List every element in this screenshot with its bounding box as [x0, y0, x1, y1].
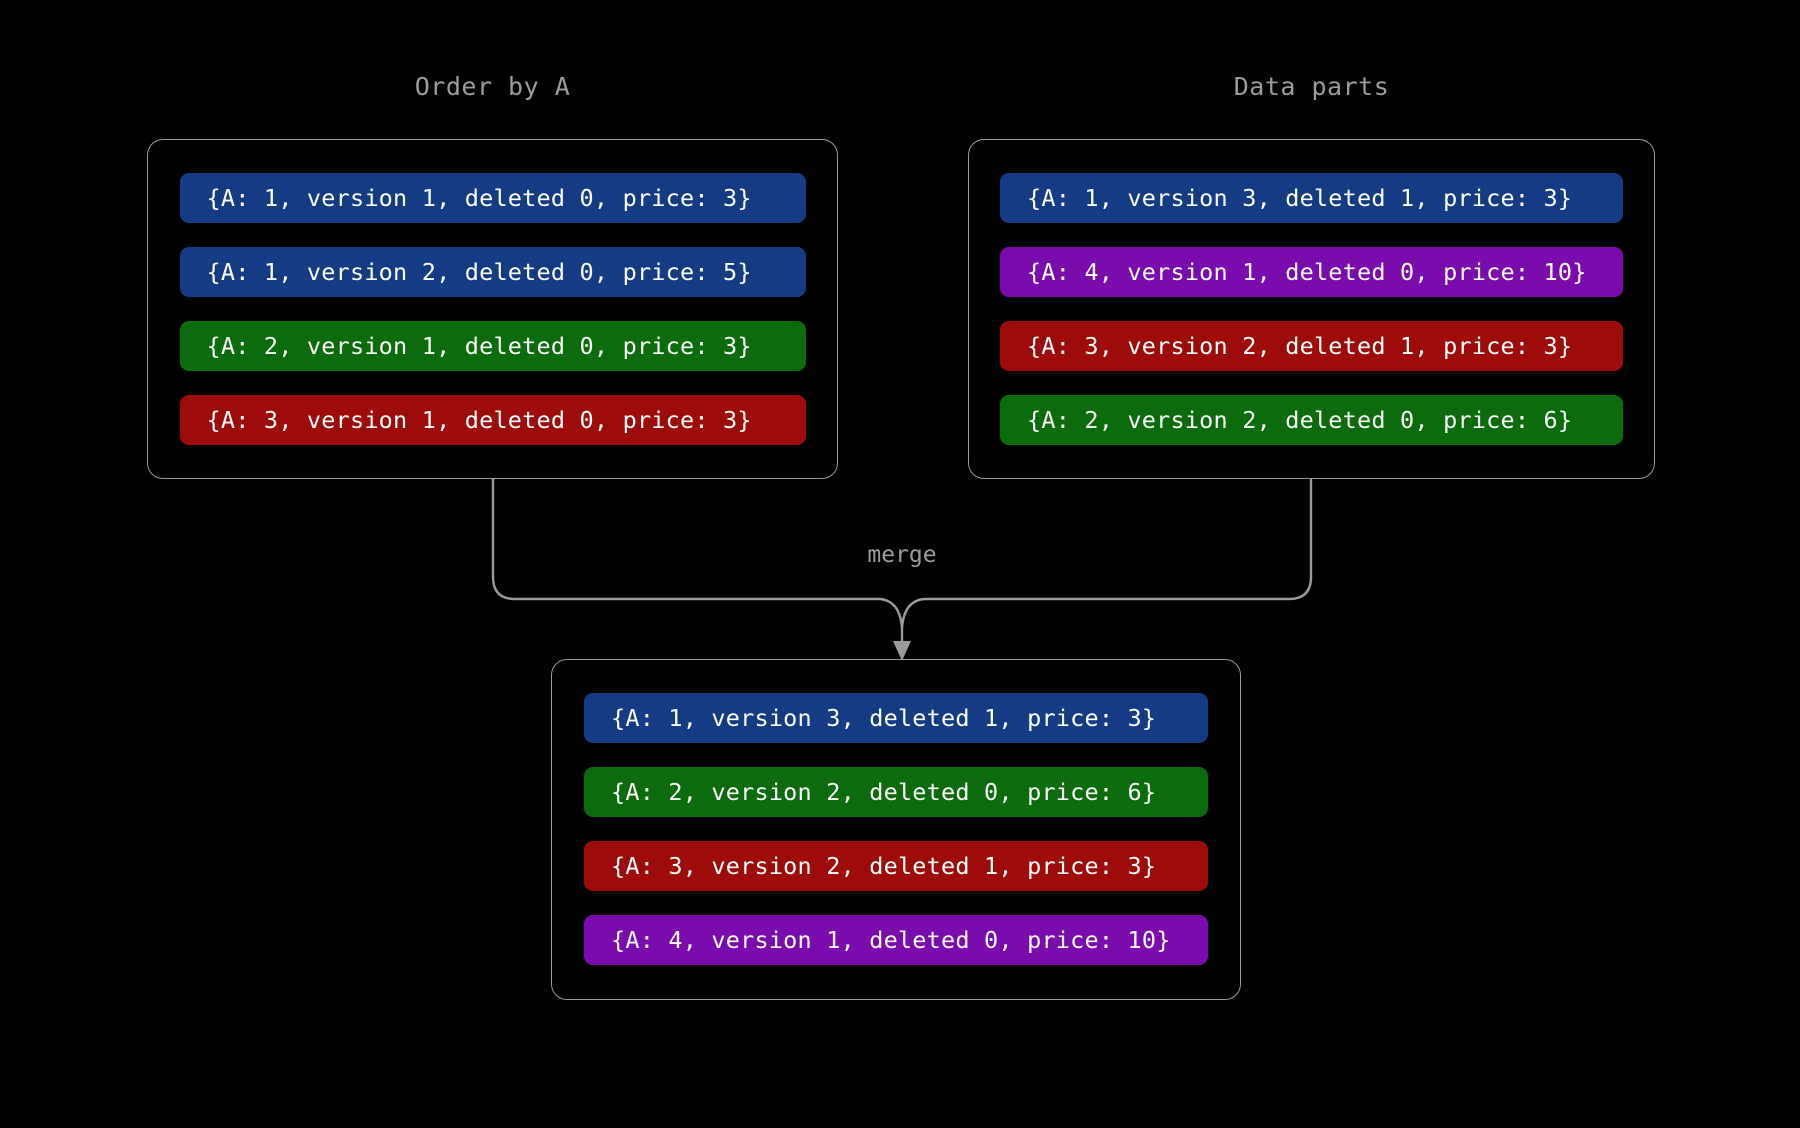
group-title-data-parts: Data parts — [1233, 72, 1390, 101]
row-chip[interactable]: {A: 1, version 3, deleted 1, price: 3} — [1000, 173, 1623, 223]
row-chip[interactable]: {A: 3, version 1, deleted 0, price: 3} — [179, 395, 806, 445]
row-chip[interactable]: {A: 2, version 1, deleted 0, price: 3} — [179, 321, 806, 371]
panel-data-parts: {A: 1, version 3, deleted 1, price: 3} {… — [968, 139, 1655, 479]
row-list-data-parts: {A: 1, version 3, deleted 1, price: 3} {… — [969, 173, 1654, 445]
group-title-order-by-a: Order by A — [414, 72, 571, 101]
row-chip[interactable]: {A: 3, version 2, deleted 1, price: 3} — [584, 841, 1208, 891]
connector-path-right — [924, 479, 1313, 601]
connector-path-left — [491, 479, 880, 601]
row-chip[interactable]: {A: 1, version 1, deleted 0, price: 3} — [179, 173, 806, 223]
row-chip[interactable]: {A: 1, version 2, deleted 0, price: 5} — [179, 247, 806, 297]
row-list-order-by-a: {A: 1, version 1, deleted 0, price: 3} {… — [148, 173, 837, 445]
merge-label: merge — [867, 542, 937, 568]
panel-merged-result: {A: 1, version 3, deleted 1, price: 3} {… — [551, 659, 1241, 1000]
panel-order-by-a: {A: 1, version 1, deleted 0, price: 3} {… — [147, 139, 838, 479]
row-chip[interactable]: {A: 4, version 1, deleted 0, price: 10} — [584, 915, 1208, 965]
row-chip[interactable]: {A: 2, version 2, deleted 0, price: 6} — [1000, 395, 1623, 445]
connector-curve-right — [900, 597, 925, 629]
row-chip[interactable]: {A: 3, version 2, deleted 1, price: 3} — [1000, 321, 1623, 371]
row-chip[interactable]: {A: 1, version 3, deleted 1, price: 3} — [584, 693, 1208, 743]
arrow-head-icon — [893, 641, 911, 661]
row-list-merged: {A: 1, version 3, deleted 1, price: 3} {… — [552, 693, 1240, 965]
row-chip[interactable]: {A: 2, version 2, deleted 0, price: 6} — [584, 767, 1208, 817]
connector-curve-left — [879, 597, 904, 629]
row-chip[interactable]: {A: 4, version 1, deleted 0, price: 10} — [1000, 247, 1623, 297]
